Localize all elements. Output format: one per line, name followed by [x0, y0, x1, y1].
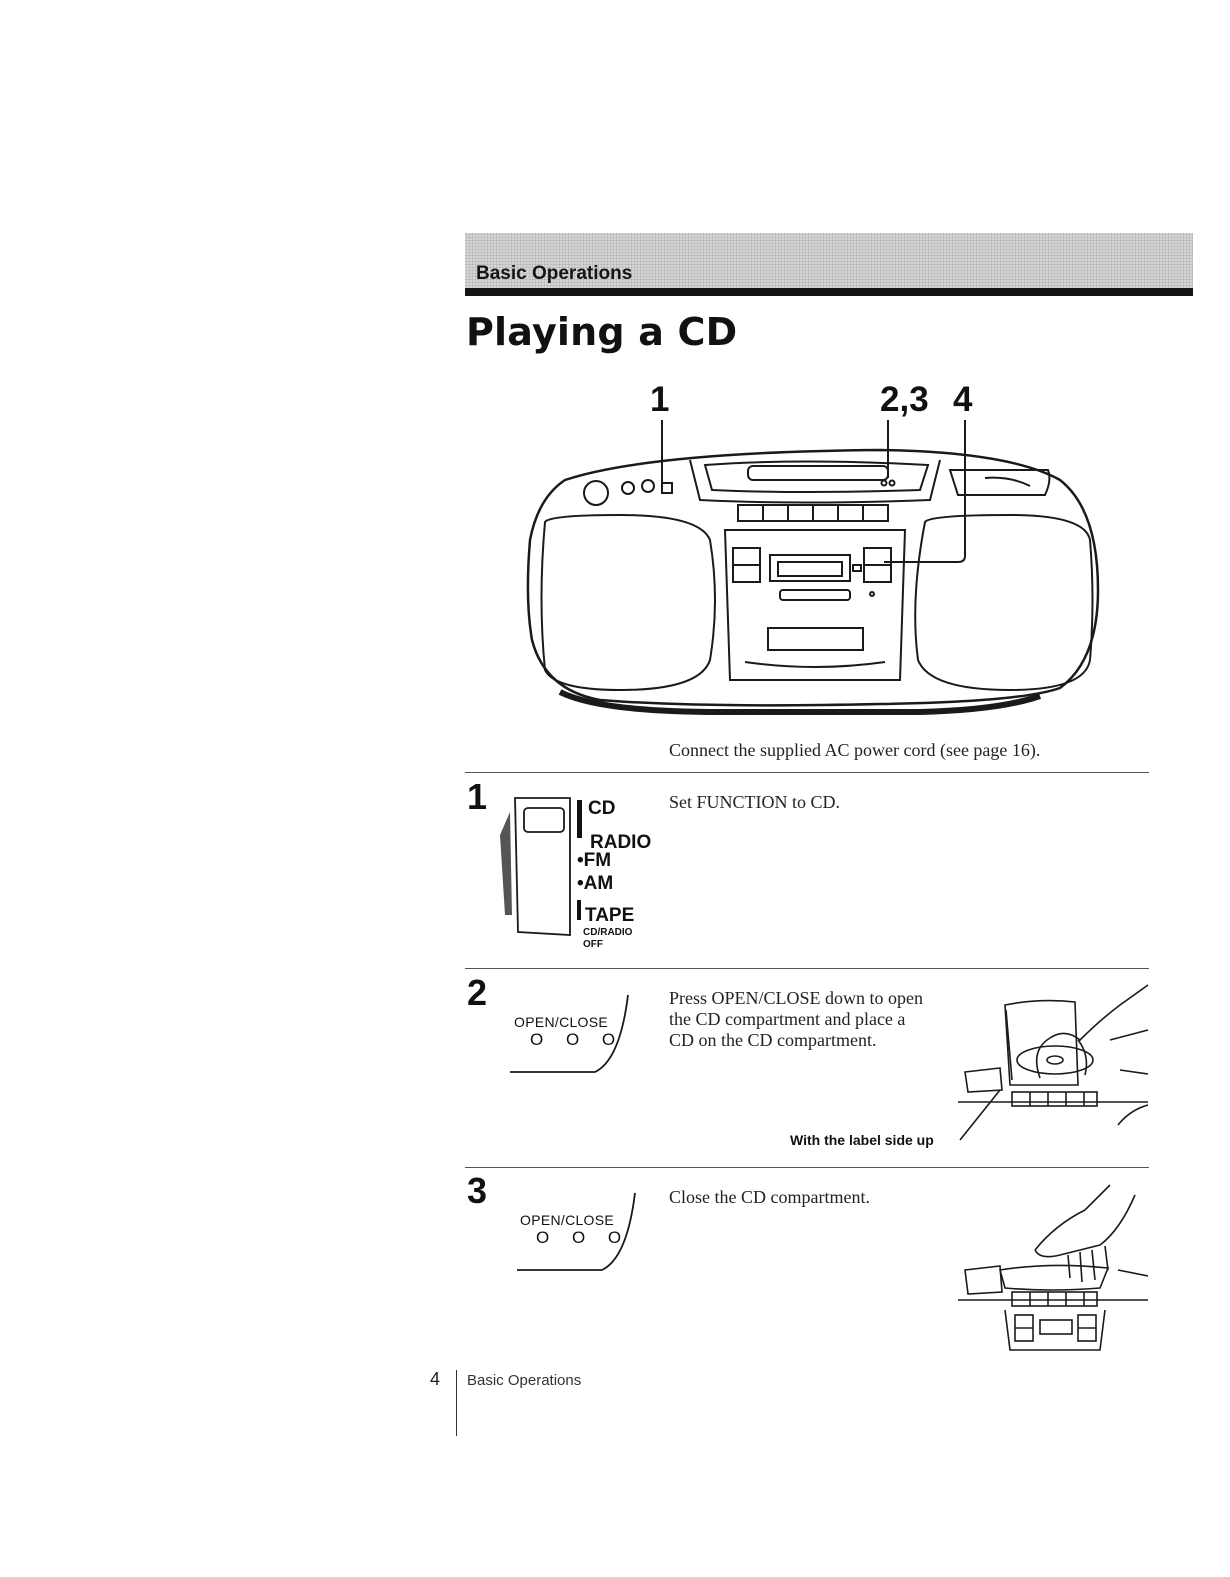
callout-2-3: 2,3: [880, 380, 929, 419]
step-2-text: Press OPEN/CLOSE down to open the CD com…: [669, 988, 924, 1050]
step-3-open-close-label: OPEN/CLOSE: [520, 1212, 615, 1228]
function-label-cd: CD: [588, 798, 616, 819]
step-2-caption: With the label side up: [790, 1132, 934, 1148]
step-2-open-close-label: OPEN/CLOSE: [514, 1014, 609, 1030]
function-label-tape: TAPE: [585, 905, 635, 926]
function-label-radio: RADIO: [590, 832, 652, 853]
divider-3: [465, 1167, 1149, 1168]
function-label-off: OFF: [583, 939, 603, 950]
callout-1: 1: [650, 380, 670, 419]
step-3-open-close-dots: O O O: [536, 1228, 631, 1247]
function-label-am: •AM: [577, 873, 614, 894]
footer-rule: [456, 1370, 457, 1436]
section-header-band: [465, 233, 1193, 289]
intro-text: Connect the supplied AC power cord (see …: [669, 740, 1041, 760]
footer-page-number: 4: [430, 1369, 441, 1389]
function-label-fm: •FM: [577, 850, 612, 871]
section-header-rule: [465, 288, 1193, 296]
step-3-number: 3: [467, 1170, 488, 1211]
footer-section-name: Basic Operations: [467, 1372, 582, 1389]
step-3-text: Close the CD compartment.: [669, 1187, 870, 1207]
callout-4: 4: [953, 380, 973, 419]
step-1-number: 1: [467, 776, 488, 817]
step-2-open-close-dots: O O O: [530, 1030, 625, 1049]
divider-2: [465, 968, 1149, 969]
function-label-cdradio: CD/RADIO: [583, 927, 633, 938]
step-2-number: 2: [467, 972, 488, 1013]
divider-1: [465, 772, 1149, 773]
step-1-text: Set FUNCTION to CD.: [669, 792, 841, 812]
section-label: Basic Operations: [476, 263, 633, 284]
page-title: Playing a CD: [466, 310, 738, 354]
